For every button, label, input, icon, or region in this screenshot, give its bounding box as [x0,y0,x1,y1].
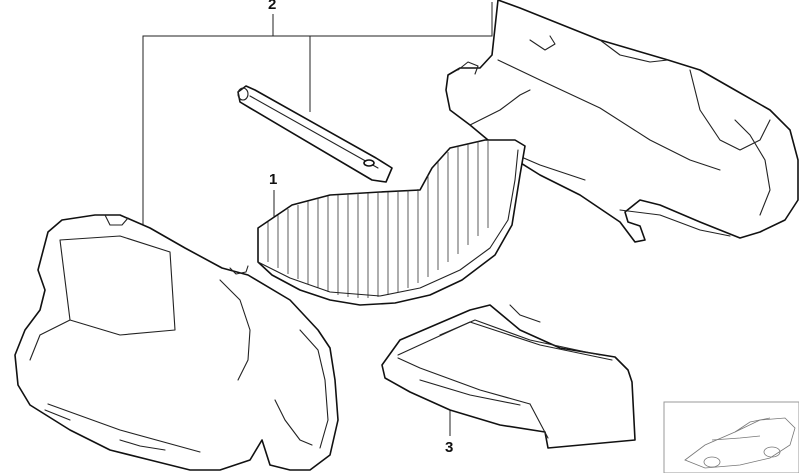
upper-duct-housing [445,0,799,243]
leader-lines-part-2 [142,2,493,228]
lower-housing [14,214,339,471]
filter-tray [381,304,636,449]
vehicle-location-inset [663,401,799,473]
filter-pleats [267,141,489,298]
callout-label-part-1: 1 [269,171,278,188]
callout-label-part-3: 3 [445,439,454,456]
filter-rod [237,85,393,183]
callout-label-part-2: 2 [268,0,277,13]
pleated-filter-element [257,139,526,306]
